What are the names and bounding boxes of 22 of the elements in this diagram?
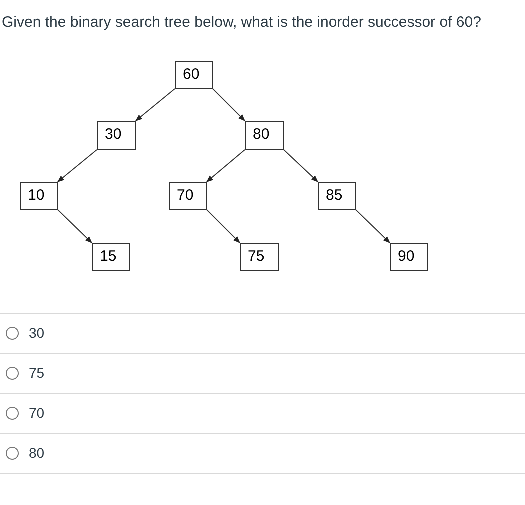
tree-node-box: 75 bbox=[240, 243, 279, 271]
answer-option: 75 bbox=[29, 363, 45, 384]
tree-node-box: 90 bbox=[390, 243, 428, 271]
tree-node-box: 60 bbox=[175, 61, 213, 89]
arrow bbox=[57, 150, 98, 182]
answer-option: 30 bbox=[29, 323, 45, 344]
tree-node-box: 85 bbox=[318, 182, 356, 210]
question-text: Given the binary search tree below, what is the inorder successor of 60? bbox=[2, 13, 482, 33]
answer-option: 70 bbox=[29, 403, 45, 424]
tree-node-box: 80 bbox=[245, 121, 284, 150]
tree-node-box: 15 bbox=[92, 243, 130, 271]
answer-option: 80 bbox=[29, 443, 45, 464]
arrow bbox=[206, 210, 240, 244]
tree-node-box: 10 bbox=[20, 182, 58, 210]
arrow bbox=[356, 210, 390, 244]
arrow bbox=[284, 150, 318, 182]
tree-node-box: 30 bbox=[97, 121, 136, 150]
arrow bbox=[135, 88, 176, 122]
tree-node-box: 70 bbox=[169, 182, 207, 210]
arrow bbox=[58, 210, 92, 244]
arrow bbox=[206, 150, 246, 182]
arrow bbox=[212, 88, 246, 122]
